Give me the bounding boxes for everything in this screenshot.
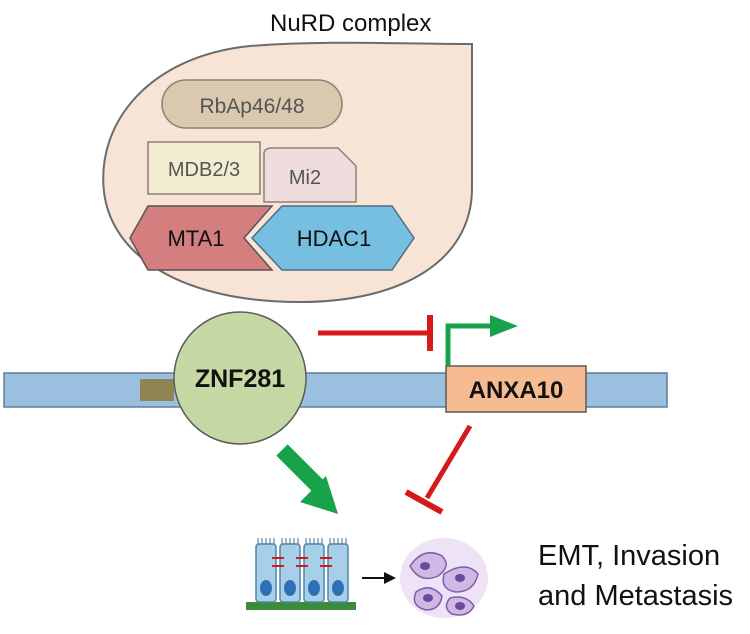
znf281-promotes-arrowhead — [300, 476, 338, 514]
znf281-promotes-arrow-shaft — [276, 444, 324, 492]
mdb-label: MDB2/3 — [168, 159, 240, 181]
transition-arrowhead — [384, 572, 396, 584]
outcome-label-line1: EMT, Invasion — [538, 540, 721, 572]
hdac1-subunit — [250, 205, 415, 271]
anxa10-inhibits-bar — [404, 489, 444, 515]
anxa10-gene — [445, 365, 587, 413]
rbap-subunit — [161, 79, 343, 129]
znf281-label: ZNF281 — [195, 365, 285, 393]
mi2-label: Mi2 — [289, 167, 321, 189]
znf281-protein — [173, 311, 307, 445]
rbap-label: RbAp46/48 — [199, 95, 304, 118]
mi2-subunit — [263, 147, 357, 203]
mta1-subunit — [129, 205, 274, 271]
transcription-start-arrowhead — [490, 315, 518, 337]
binding-motif — [140, 379, 174, 401]
anxa10-inhibits-line — [424, 424, 473, 500]
mta1-label: MTA1 — [167, 226, 224, 251]
mdb-subunit — [147, 141, 261, 195]
hdac1-label: HDAC1 — [297, 226, 372, 251]
epithelial-cells — [246, 538, 356, 610]
nurd-complex-title: NuRD complex — [270, 10, 432, 37]
mesenchymal-cells — [400, 538, 488, 618]
transcription-start-arrow — [445, 323, 494, 366]
anxa10-label: ANXA10 — [469, 377, 564, 404]
outcome-label-line2: and Metastasis — [538, 580, 734, 612]
